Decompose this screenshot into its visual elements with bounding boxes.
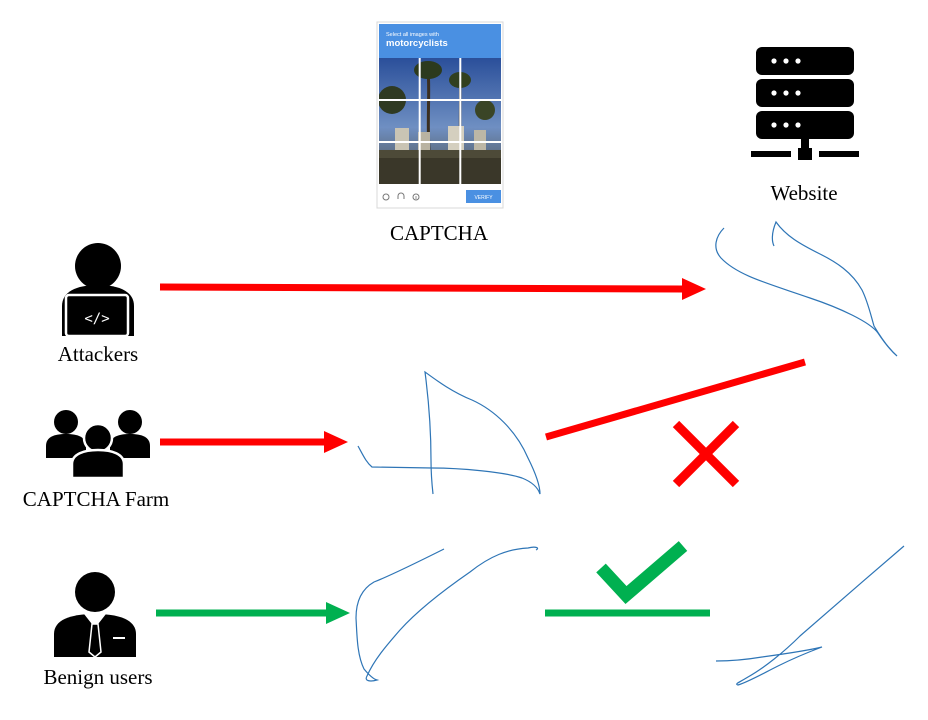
mouse-trajectories: [355, 220, 905, 686]
captcha-reload-icon[interactable]: [382, 193, 390, 201]
captcha-widget: Select all images with motorcyclists: [376, 21, 504, 209]
captcha-label: CAPTCHA: [389, 221, 489, 245]
cross-icon: [672, 420, 740, 488]
captcha-info-icon[interactable]: [412, 193, 420, 201]
captcha-header: [379, 24, 501, 58]
attackers-label: Attackers: [57, 342, 139, 366]
captcha-image-grid[interactable]: [378, 58, 501, 184]
hacker-laptop-icon: </>: [62, 243, 134, 338]
benign-arrow: [156, 602, 350, 624]
captcha-prompt-small: Select all images with: [386, 32, 439, 38]
captcha-audio-icon[interactable]: [397, 192, 405, 199]
attacker-trajectory: [715, 220, 898, 357]
code-symbol: </>: [84, 311, 109, 327]
server-icon: [751, 47, 859, 160]
captcha-verify-button[interactable]: [466, 190, 501, 203]
farm-trajectory: [357, 370, 541, 495]
check-icon: [596, 541, 688, 605]
group-icon: [46, 410, 150, 480]
attacker-arrow: [159, 278, 706, 300]
captcha-farm-label: CAPTCHA Farm: [22, 487, 170, 511]
farm-arrow: [160, 431, 348, 453]
website-label: Website: [770, 181, 838, 205]
farm-to-website-line: [545, 358, 806, 441]
benign-trajectory-website: [715, 545, 905, 686]
businessman-icon: [54, 572, 136, 658]
captcha-prompt-object: motorcyclists: [386, 38, 448, 49]
benign-users-label: Benign users: [43, 665, 153, 689]
captcha-verify-label: VERIFY: [474, 195, 493, 201]
benign-trajectory-captcha: [355, 546, 539, 682]
